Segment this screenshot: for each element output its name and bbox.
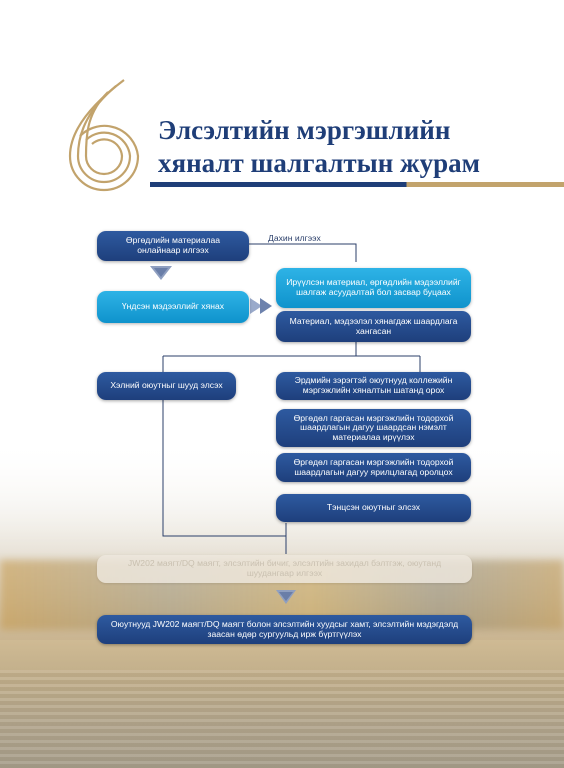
direct-language-admission-step: Хэлний оюутныг шууд элсэх: [97, 372, 236, 400]
page-title: Элсэлтийн мэргэшлийн хяналт шалгалтын жу…: [158, 114, 480, 180]
college-review-step: Эрдмийн зэрэгтэй оюутнууд коллежийн мэрг…: [276, 372, 471, 400]
number-six-icon: [68, 79, 140, 192]
lake-water: [0, 670, 564, 768]
branch-line: [162, 341, 421, 372]
resend-arrow: [237, 241, 357, 262]
title-line-2: хяналт шалгалтын журам: [158, 148, 481, 178]
requirements-met-step: Материал, мэдээлэл хянагдаж шаардлага ха…: [276, 311, 471, 342]
admit-qualified-step: Тэнцсэн оюутныг элсэх: [276, 494, 471, 522]
title-underline: [150, 182, 564, 187]
title-line-1: Элсэлтийн мэргэшлийн: [158, 115, 451, 145]
return-for-correction-step: Ирүүлсэн материал, өргөдлийн мэдээллийг …: [276, 268, 471, 308]
down-chevron-icon-2: [276, 590, 296, 604]
interview-step: Өргөдөл гаргасан мэргэжлийн тодорхой шаа…: [276, 453, 471, 482]
right-chevron-icon: [250, 298, 272, 314]
basic-review-step: Үндсэн мэдээллийг хянах: [97, 291, 249, 323]
documents-mailing-step: JW202 маягт/DQ маягт, элсэлтийн бичиг, э…: [97, 555, 472, 583]
down-chevron-icon: [150, 266, 172, 280]
join-line: [162, 398, 287, 554]
apply-online-step: Өргөдлийн материалаа онлайнаар илгээх: [97, 231, 249, 261]
registration-step: Оюутнууд JW202 маягт/DQ маягт болон элсэ…: [97, 615, 472, 644]
resend-label: Дахин илгээх: [268, 233, 321, 243]
lake-shore: [0, 640, 564, 768]
additional-materials-step: Өргөдөл гаргасан мэргэжлийн тодорхой шаа…: [276, 409, 471, 447]
